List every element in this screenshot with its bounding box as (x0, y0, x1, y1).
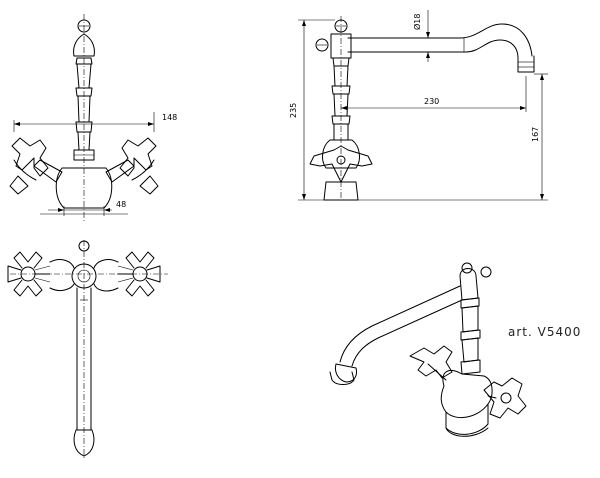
dim-spout-reach: 230 (424, 97, 439, 106)
front-view: 148 48 (9, 14, 177, 222)
dim-total-height: 235 (289, 103, 298, 118)
isometric-view: art. V5400 (329, 262, 581, 437)
dim-top-width: 148 (162, 113, 177, 122)
article-label: art. V5400 (508, 325, 581, 339)
top-view (7, 240, 168, 460)
dim-base-width: 48 (116, 200, 126, 209)
dim-pipe-diameter: Ø18 (412, 14, 422, 30)
side-view: 235 Ø18 230 167 (289, 10, 548, 201)
dim-spout-height: 167 (531, 127, 540, 142)
